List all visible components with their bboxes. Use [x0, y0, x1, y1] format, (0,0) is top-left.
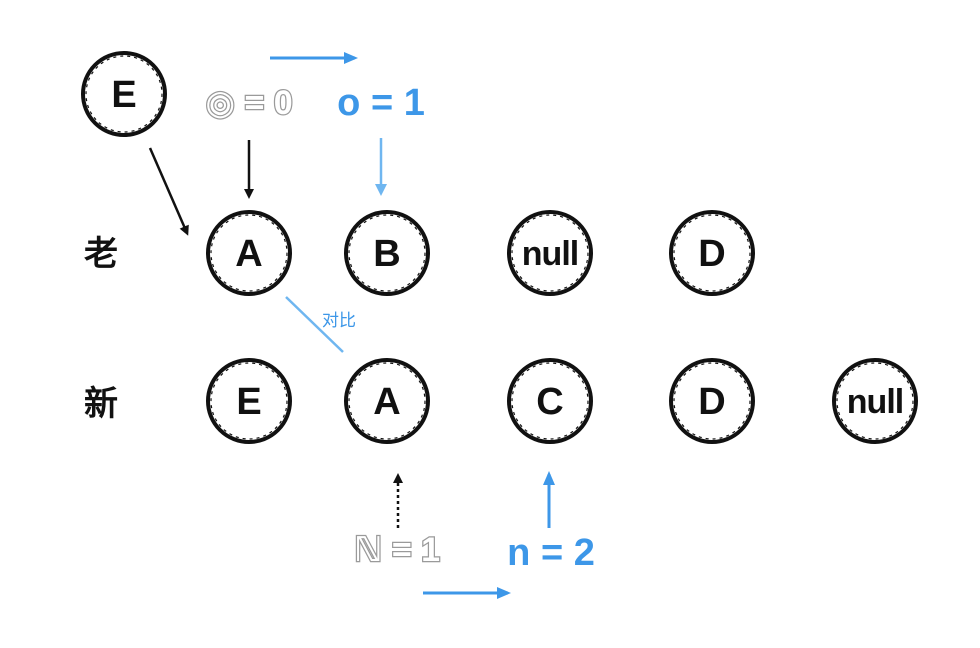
old-node-3: D	[669, 210, 755, 296]
new-node-4-label: null	[847, 383, 903, 421]
old-node-2-label: null	[522, 235, 578, 273]
floating-node: E	[81, 51, 167, 137]
new-node-1: A	[344, 358, 430, 444]
old-node-0: A	[206, 210, 292, 296]
arrow-floating-to-old-a	[148, 147, 189, 236]
old-node-1-label: B	[373, 233, 400, 275]
new-node-3: D	[669, 358, 755, 444]
new-cur-pointer-label: n = 2	[507, 532, 595, 574]
new-node-0-label: E	[236, 381, 261, 423]
old-node-3-label: D	[698, 233, 725, 275]
row-label-new: 新	[84, 384, 118, 424]
row-label-old: 老	[84, 234, 118, 274]
new-prev-pointer-label: ℕ = 1	[354, 531, 440, 569]
old-node-0-label: A	[235, 233, 262, 275]
new-node-0: E	[206, 358, 292, 444]
old-cur-pointer-label: o = 1	[337, 82, 425, 124]
old-node-2: null	[507, 210, 593, 296]
compare-label: 对比	[322, 311, 356, 331]
old-prev-pointer-label: ◎ = 0	[205, 84, 292, 122]
compare-line	[285, 296, 344, 353]
new-node-3-label: D	[698, 381, 725, 423]
floating-node-label: E	[111, 74, 136, 116]
new-node-2: C	[507, 358, 593, 444]
new-node-4: null	[832, 358, 918, 444]
new-node-1-label: A	[373, 381, 400, 423]
old-node-1: B	[344, 210, 430, 296]
new-node-2-label: C	[536, 381, 563, 423]
